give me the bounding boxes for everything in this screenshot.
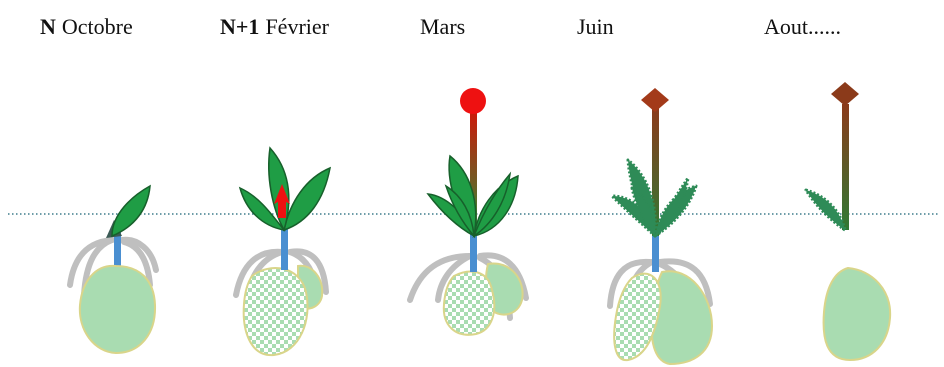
plant-mars (410, 88, 526, 335)
seed-head-juin (641, 88, 669, 112)
bulb-old-fevrier (244, 268, 308, 355)
seed-head-aout (831, 82, 859, 106)
leaf-aout (806, 190, 845, 230)
bulb-old-mars (444, 272, 494, 335)
flower-mars (460, 88, 486, 114)
bulb-octobre (80, 266, 155, 353)
plant-fevrier (236, 148, 330, 355)
stem-juin (652, 232, 659, 272)
plant-aout (806, 82, 890, 360)
leaf-octobre (112, 186, 150, 236)
plant-juin (610, 88, 712, 364)
plant-octobre (70, 186, 156, 353)
bulb-aout (824, 268, 891, 360)
seed-stalk-aout (842, 104, 849, 230)
stem-fevrier (281, 226, 288, 270)
